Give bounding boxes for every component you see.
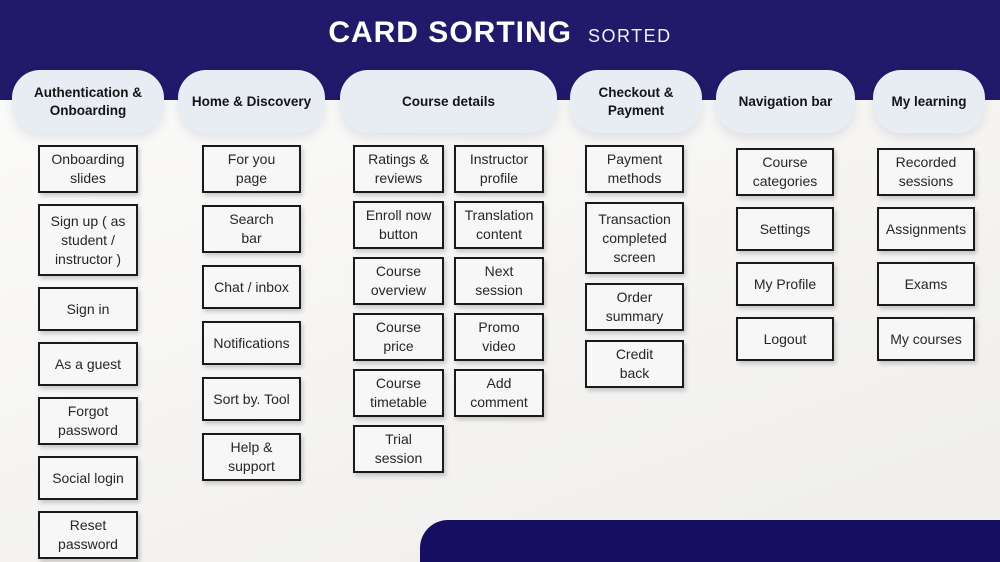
card-trial-session[interactable]: Trial session [353,425,444,473]
card-my-courses[interactable]: My courses [877,317,975,361]
card-assignments[interactable]: Assignments [877,207,975,251]
card-settings[interactable]: Settings [736,207,834,251]
card-reset-password[interactable]: Reset password [38,511,138,559]
card-next-session[interactable]: Next session [454,257,544,305]
card-sort-by-tool[interactable]: Sort by. Tool [202,377,301,421]
card-help-support[interactable]: Help & support [202,433,301,481]
card-recorded-sessions[interactable]: Recorded sessions [877,148,975,196]
group-pill-navigation-bar[interactable]: Navigation bar [716,70,855,133]
card-payment-methods[interactable]: Payment methods [585,145,684,193]
page-subtitle: SORTED [587,26,672,46]
card-course-categories[interactable]: Course categories [736,148,834,196]
group-pill-course-details[interactable]: Course details [340,70,557,133]
column-my-learning: Recorded sessions Assignments Exams My c… [877,148,975,361]
card-exams[interactable]: Exams [877,262,975,306]
column-checkout-payment: Payment methods Transaction completed sc… [585,145,684,388]
column-authentication-onboarding: Onboarding slides Sign up ( as student /… [38,145,138,559]
card-onboarding-slides[interactable]: Onboarding slides [38,145,138,193]
title-row: CARD SORTING SORTED [0,16,1000,62]
bottom-decorative-bar [420,520,1000,562]
group-pill-my-learning[interactable]: My learning [873,70,985,133]
card-my-profile[interactable]: My Profile [736,262,834,306]
card-sign-in[interactable]: Sign in [38,287,138,331]
column-course-details-left: Ratings & reviews Enroll now button Cour… [353,145,444,473]
column-home-discovery: For you page Search bar Chat / inbox Not… [202,145,301,481]
group-pill-home-discovery[interactable]: Home & Discovery [178,70,325,133]
card-enroll-now-button[interactable]: Enroll now button [353,201,444,249]
column-course-details-right: Instructor profile Translation content N… [454,145,544,417]
card-translation-content[interactable]: Translation content [454,201,544,249]
card-course-price[interactable]: Course price [353,313,444,361]
card-ratings-reviews[interactable]: Ratings & reviews [353,145,444,193]
card-instructor-profile[interactable]: Instructor profile [454,145,544,193]
card-for-you-page[interactable]: For you page [202,145,301,193]
group-pill-checkout-payment[interactable]: Checkout & Payment [570,70,702,133]
card-credit-back[interactable]: Credit back [585,340,684,388]
card-add-comment[interactable]: Add comment [454,369,544,417]
card-social-login[interactable]: Social login [38,456,138,500]
card-logout[interactable]: Logout [736,317,834,361]
card-transaction-completed-screen[interactable]: Transaction completed screen [585,202,684,274]
card-order-summary[interactable]: Order summary [585,283,684,331]
card-forgot-password[interactable]: Forgot password [38,397,138,445]
card-course-timetable[interactable]: Course timetable [353,369,444,417]
page-title: CARD SORTING [328,16,572,49]
card-sign-up[interactable]: Sign up ( as student / instructor ) [38,204,138,276]
card-promo-video[interactable]: Promo video [454,313,544,361]
card-course-overview[interactable]: Course overview [353,257,444,305]
group-pill-authentication-onboarding[interactable]: Authentication & Onboarding [12,70,164,133]
card-search-bar[interactable]: Search bar [202,205,301,253]
column-navigation-bar: Course categories Settings My Profile Lo… [736,148,834,361]
card-notifications[interactable]: Notifications [202,321,301,365]
card-chat-inbox[interactable]: Chat / inbox [202,265,301,309]
card-as-a-guest[interactable]: As a guest [38,342,138,386]
